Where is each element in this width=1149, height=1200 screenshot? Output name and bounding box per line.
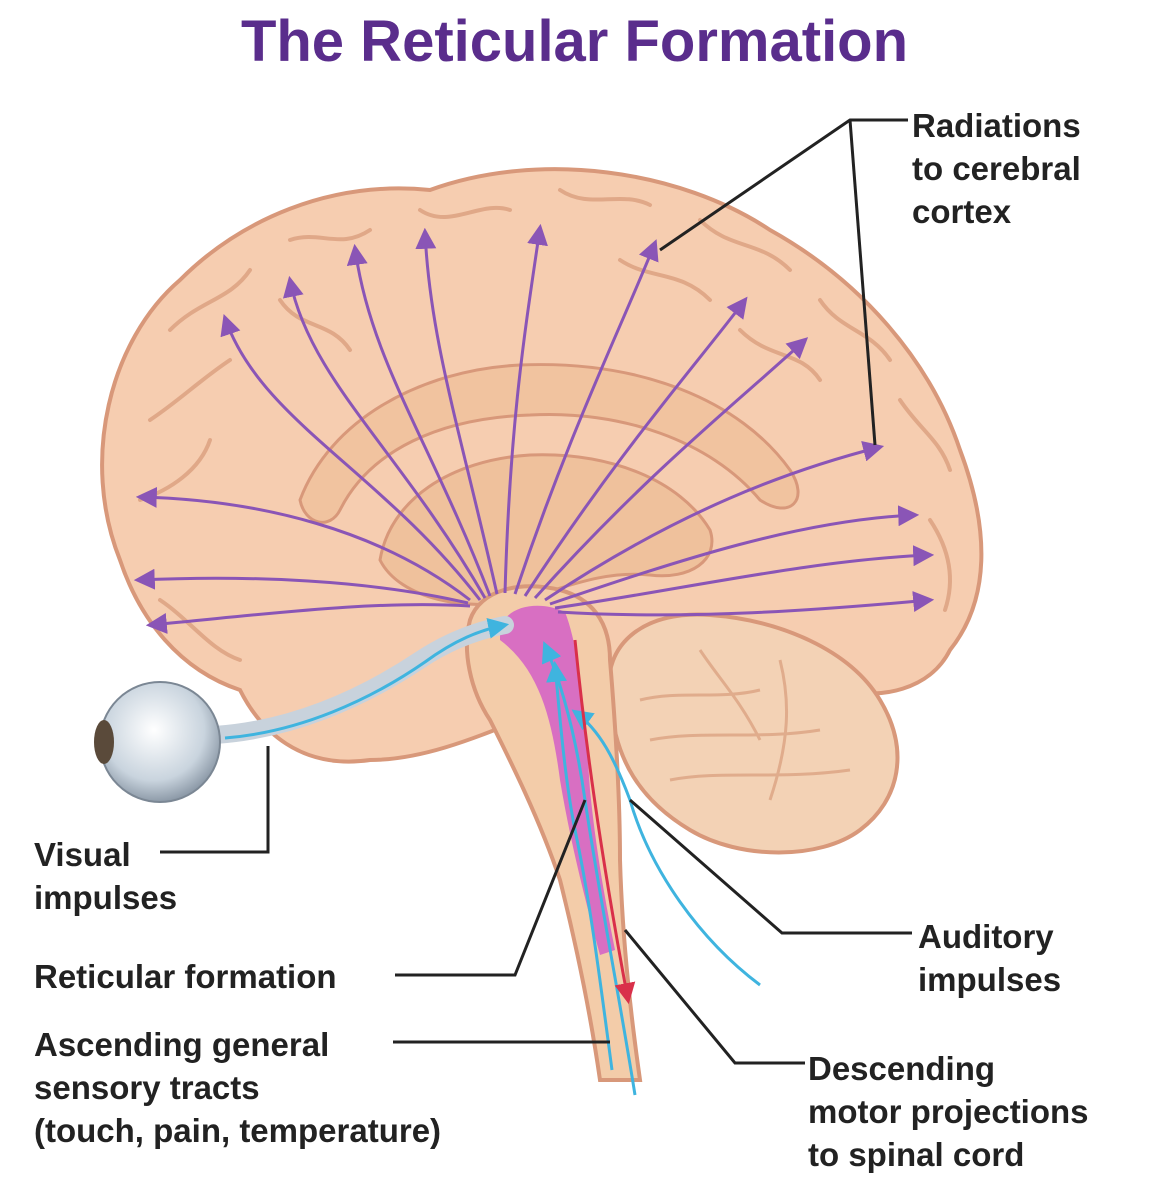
- radiation-arrow: [544, 440, 885, 602]
- label-reticular-formation: Reticular formation: [34, 955, 337, 998]
- label-line: cortex: [912, 193, 1012, 230]
- cortex-radiations: [133, 223, 935, 634]
- auditory-pathway-arrow: [571, 709, 761, 987]
- cerebellum-folia: [639, 649, 851, 801]
- radiation-arrow: [346, 243, 492, 597]
- label-line: Visual: [34, 836, 131, 873]
- label-auditory-impulses: Auditory impulses: [918, 915, 1061, 1001]
- radiation-arrow: [415, 227, 499, 595]
- label-visual-impulses: Visual impulses: [34, 833, 177, 919]
- radiation-arrow: [513, 239, 659, 595]
- label-line: impulses: [34, 879, 178, 916]
- label-line: Radiations: [912, 107, 1081, 144]
- label-line: Reticular formation: [34, 958, 337, 995]
- eyeball: [99, 681, 221, 803]
- radiation-arrow: [554, 545, 935, 610]
- ascending-tract-arrow: [541, 641, 637, 1096]
- label-line: impulses: [918, 961, 1062, 998]
- leader-line: [623, 929, 805, 1065]
- leader-line: [848, 119, 877, 446]
- radiation-arrow: [549, 505, 920, 606]
- sensory-pathways: [224, 618, 761, 1096]
- label-line: Descending: [808, 1050, 996, 1087]
- leader-line: [395, 799, 587, 977]
- visual-pathway-arrow: [224, 618, 510, 740]
- radiation-arrow: [133, 568, 469, 605]
- leader-line: [160, 746, 270, 854]
- label-line: sensory tracts: [34, 1069, 260, 1106]
- radiation-arrow: [503, 223, 548, 594]
- iris: [94, 720, 114, 764]
- radiation-arrow: [135, 486, 471, 602]
- label-radiations: Radiations to cerebral cortex: [912, 104, 1081, 233]
- radiation-arrow: [220, 314, 482, 601]
- label-line: motor projections: [808, 1093, 1089, 1130]
- diagram-title: The Reticular Formation: [240, 9, 909, 74]
- radiation-arrow: [533, 337, 809, 600]
- motor-projection-arrow: [573, 639, 636, 1005]
- label-line: (touch, pain, temperature): [34, 1112, 442, 1149]
- leader-lines: [160, 118, 912, 1065]
- label-line: to cerebral: [912, 150, 1081, 187]
- label-ascending-tracts: Ascending general sensory tracts (touch,…: [34, 1023, 441, 1152]
- gyri-texture: [138, 188, 952, 662]
- label-line: Ascending general: [34, 1026, 330, 1063]
- leader-line: [629, 798, 912, 935]
- label-descending-projections: Descending motor projections to spinal c…: [808, 1047, 1089, 1176]
- label-line: to spinal cord: [808, 1136, 1025, 1173]
- radiation-arrow: [145, 603, 471, 634]
- reticular-formation: [500, 605, 615, 955]
- radiation-arrow: [557, 591, 935, 617]
- label-line: Auditory: [918, 918, 1054, 955]
- radiation-arrow: [523, 296, 748, 597]
- ascending-tract-arrow: [546, 660, 614, 1071]
- corpus-callosum: [298, 363, 800, 524]
- radiation-arrow: [283, 275, 487, 599]
